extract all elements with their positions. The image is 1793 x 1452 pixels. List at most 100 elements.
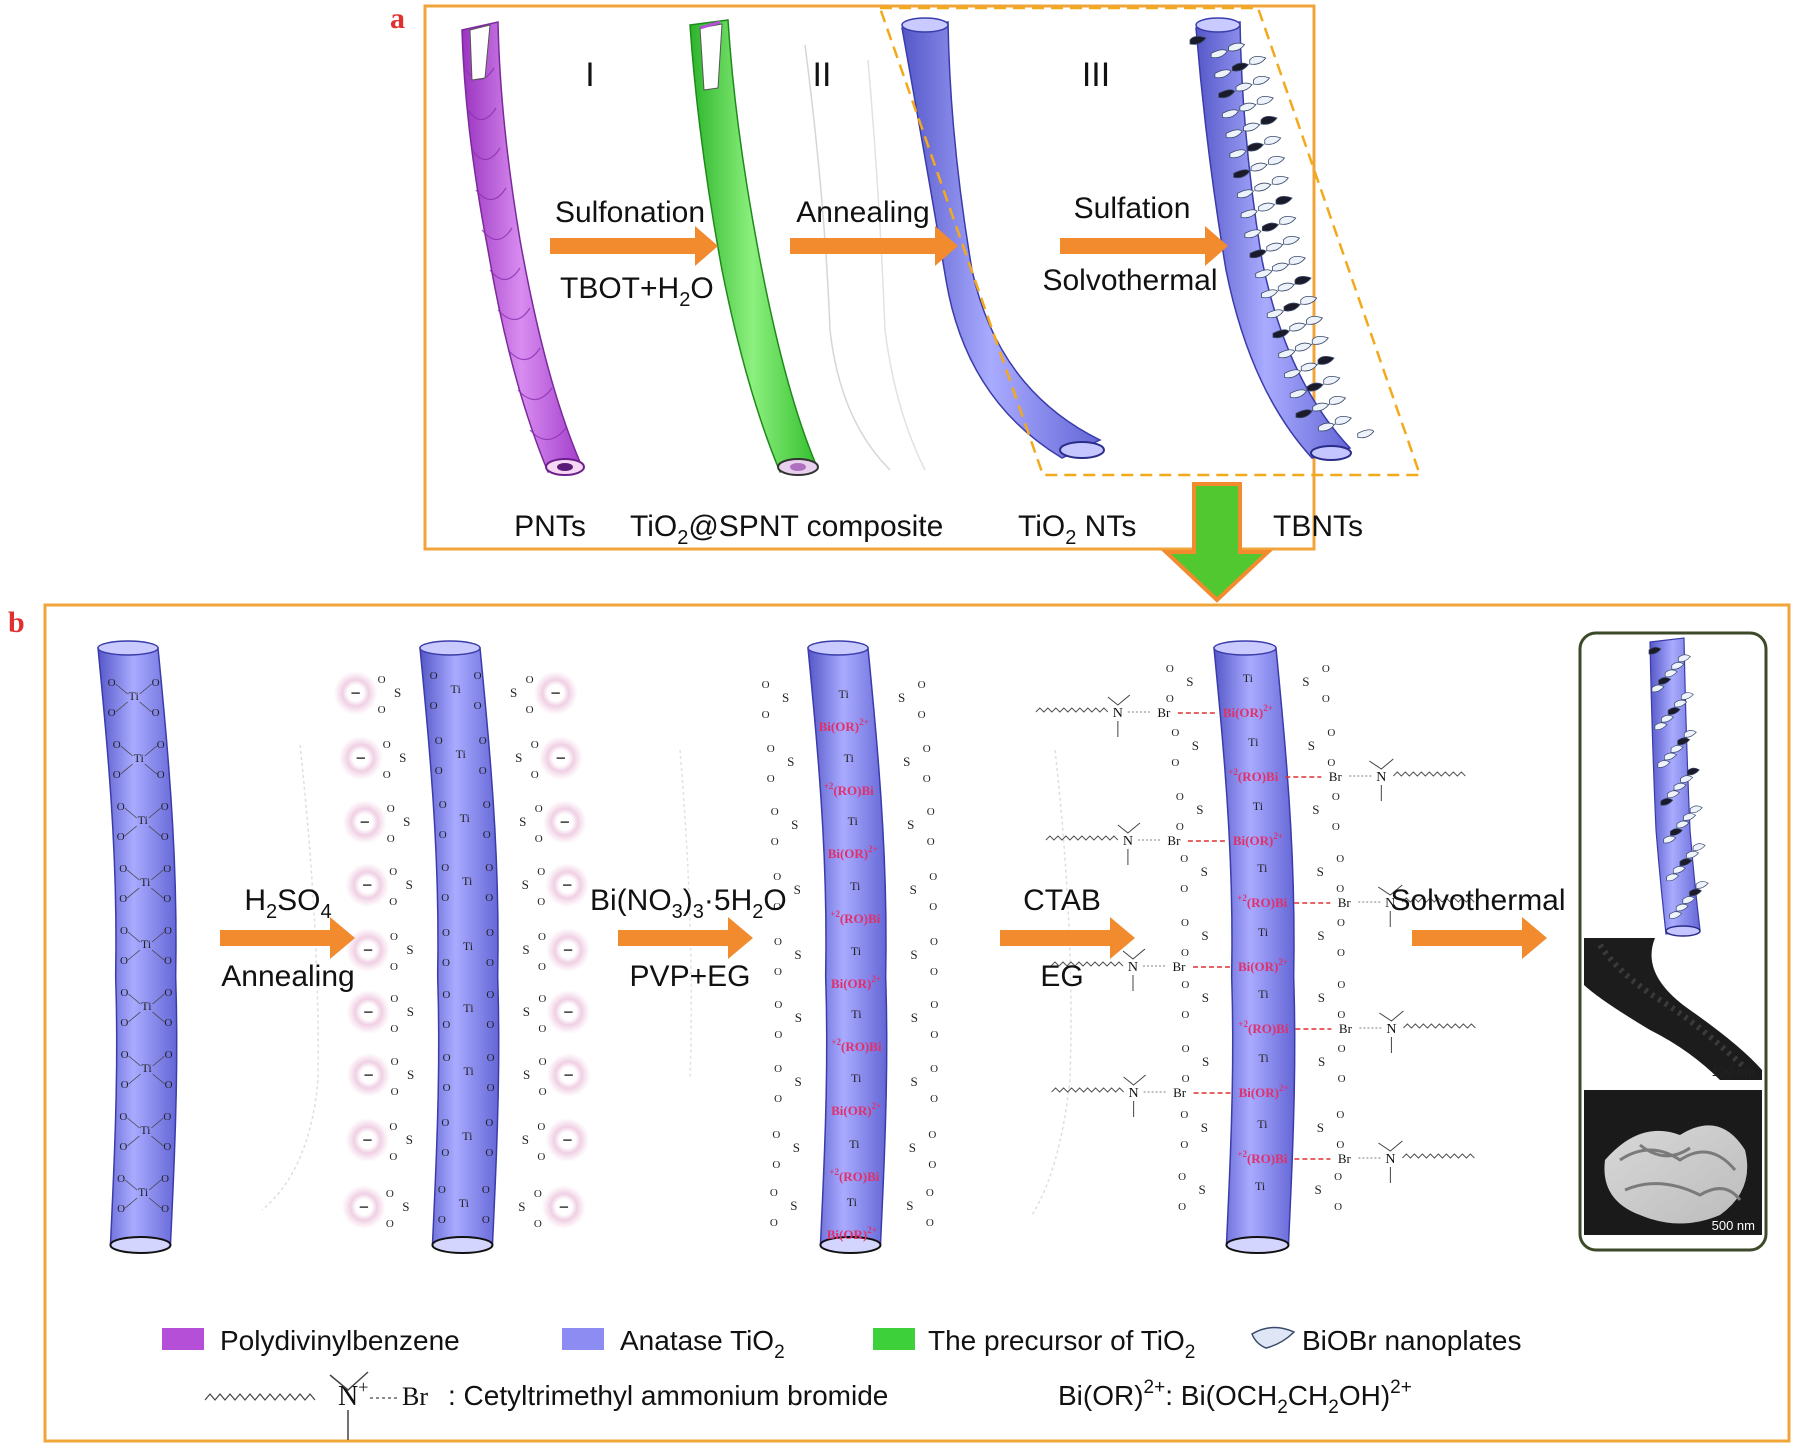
charge-sup: +2 xyxy=(831,1037,841,1047)
biobr-plate xyxy=(1289,322,1307,332)
o-atom: O xyxy=(438,1184,446,1196)
o-atom: O xyxy=(119,1111,127,1123)
ro-bi-cation: +2(RO)Bi xyxy=(829,1167,879,1184)
o-atom: O xyxy=(1178,1201,1186,1213)
o-atom: O xyxy=(1181,917,1189,929)
biobr-plate xyxy=(1294,276,1312,285)
arrow-sulfonation xyxy=(550,226,718,266)
bi-or-cation: Bi(OR)2+ xyxy=(1233,831,1283,848)
o-atom: O xyxy=(120,925,128,937)
br-anion: Br xyxy=(1329,769,1343,784)
o-atom: O xyxy=(1178,1171,1186,1183)
biobr-plate xyxy=(1256,96,1274,105)
ti-atom: Ti xyxy=(1258,987,1269,1001)
negative-charge: − xyxy=(560,812,570,832)
bi-or-cation: Bi(OR)2+ xyxy=(1223,703,1273,720)
biobr-plate xyxy=(1237,189,1254,199)
biobr-plate xyxy=(1272,262,1290,272)
ctab-alkyl-chain xyxy=(1035,707,1109,713)
ro-bi-text: (RO)Bi xyxy=(839,1169,880,1184)
biobr-plate xyxy=(1231,62,1249,72)
pnt-tube xyxy=(461,21,585,476)
n-atom: N xyxy=(1128,960,1138,975)
s-atom: S xyxy=(403,814,410,829)
ctab-alkyl-chain xyxy=(1403,1023,1476,1029)
caption-composite: TiO2@SPNT composite xyxy=(630,510,943,549)
n-atom: N xyxy=(1113,706,1123,721)
o-atom: O xyxy=(1337,947,1345,959)
biobr-plate xyxy=(1686,767,1700,776)
legend-ctab-methyl-bonds xyxy=(329,1371,369,1440)
o-atom: O xyxy=(113,769,121,781)
o-atom: O xyxy=(474,700,482,712)
ro-bi-cation: +2(RO)Bi xyxy=(824,781,874,798)
o-atom: O xyxy=(442,989,450,1001)
o-atom: O xyxy=(534,1218,542,1230)
o-atom: O xyxy=(918,679,926,691)
s-atom: S xyxy=(791,817,798,832)
s-atom: S xyxy=(519,814,526,829)
o-atom: O xyxy=(165,1079,173,1091)
tube-bottom-opening xyxy=(109,1236,172,1254)
methyl-bonds xyxy=(1369,758,1394,801)
negative-charge-glow xyxy=(342,800,387,844)
caption-pnts: PNTs xyxy=(514,510,586,543)
n-atom: N xyxy=(1123,834,1133,849)
s-atom: S xyxy=(1202,1054,1209,1069)
s-atom: S xyxy=(795,1074,802,1089)
o-atom: O xyxy=(390,961,398,973)
ti-atom: Ti xyxy=(851,944,862,958)
biobr-plate xyxy=(1669,828,1683,836)
methyl-bonds xyxy=(1122,948,1146,991)
o-atom: O xyxy=(486,1019,494,1031)
biobr-plate xyxy=(1329,396,1347,405)
o-atom: O xyxy=(926,1217,934,1229)
tube-bi-loaded-b3: TiSOOSOOBi(OR)2+TiSOOSOO+2(RO)BiTiSOOSOO… xyxy=(762,640,938,1254)
o-atom: O xyxy=(482,1214,490,1226)
o-atom: O xyxy=(1171,757,1179,769)
ti-atom: Ti xyxy=(1255,1179,1266,1193)
ti-atom: Ti xyxy=(844,751,855,765)
s-atom: S xyxy=(793,1140,800,1155)
n-atom: N xyxy=(1385,1152,1395,1167)
s-atom: S xyxy=(910,947,917,962)
biobr-plate xyxy=(1278,349,1296,359)
o-atom: O xyxy=(767,743,775,755)
biobr-plate xyxy=(1306,382,1324,392)
o-atom: O xyxy=(435,765,443,777)
o-atom: O xyxy=(441,1147,449,1159)
biobr-plate xyxy=(1667,790,1680,799)
ti-o-bond xyxy=(127,1117,164,1147)
biobr-plate xyxy=(1218,89,1236,99)
negative-charge-glow xyxy=(545,863,590,907)
negative-charge-glow xyxy=(542,800,587,844)
ghost-tube-outline xyxy=(679,749,692,1081)
negative-charge-glow xyxy=(338,736,383,780)
biobr-plate xyxy=(1357,429,1375,439)
biobr-plate xyxy=(1261,289,1279,299)
negative-charge-glow xyxy=(546,990,591,1034)
ti-o-bond xyxy=(124,1179,162,1209)
o-atom: O xyxy=(486,989,494,1001)
biobr-plate xyxy=(1300,296,1318,305)
biobr-plate xyxy=(1253,76,1271,85)
o-atom: O xyxy=(930,966,938,978)
o-atom: O xyxy=(535,803,543,815)
o-atom: O xyxy=(386,1218,394,1230)
biobr-plate xyxy=(1669,911,1683,919)
o-atom: O xyxy=(390,1023,398,1035)
negative-charge: − xyxy=(363,1002,373,1022)
biobr-plate xyxy=(1266,309,1284,319)
negative-charge: − xyxy=(562,875,572,895)
biobr-plate xyxy=(1250,162,1268,172)
biobr-plate xyxy=(1648,646,1662,655)
negative-charge-glow xyxy=(545,1118,590,1162)
o-atom: O xyxy=(537,1151,545,1163)
biobr-plate xyxy=(1334,416,1352,425)
s-atom: S xyxy=(1317,864,1324,879)
negative-charge: − xyxy=(362,1130,372,1150)
biobr-plate xyxy=(1258,202,1276,212)
o-atom: O xyxy=(443,1082,451,1094)
o-atom: O xyxy=(771,806,779,818)
s-atom: S xyxy=(1199,1182,1206,1197)
